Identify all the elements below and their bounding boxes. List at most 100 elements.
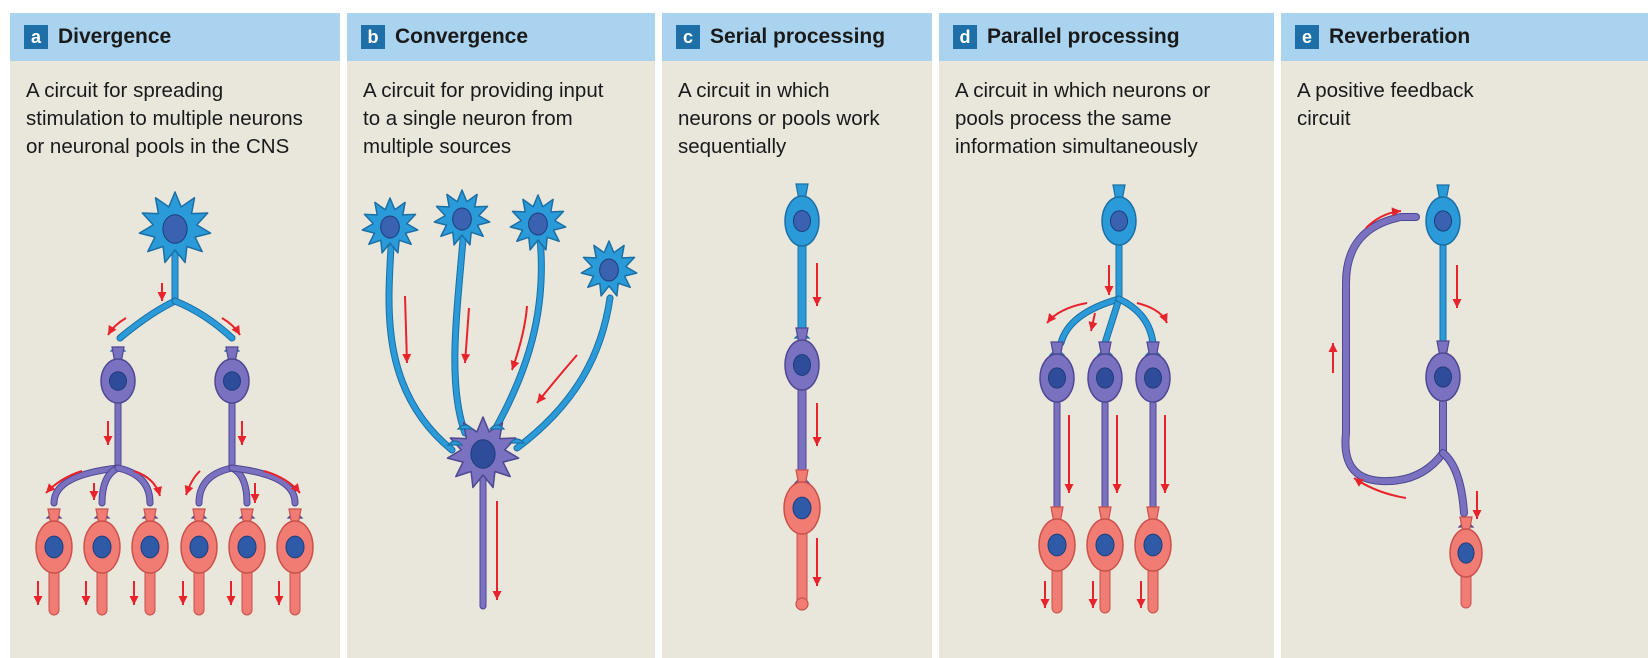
neuron-nucleus bbox=[1096, 367, 1114, 389]
signal-arrow-head bbox=[812, 297, 822, 306]
axon bbox=[452, 225, 468, 436]
description-line: to a single neuron from bbox=[363, 107, 573, 130]
neuron-nucleus bbox=[44, 535, 64, 559]
panel-title: Parallel processing bbox=[987, 25, 1180, 48]
signal-arrow-head bbox=[510, 360, 520, 370]
panel-letter-badge: e bbox=[1295, 25, 1319, 49]
signal-arrow-head bbox=[103, 436, 113, 445]
neuron-nucleus bbox=[1143, 533, 1163, 557]
axon bbox=[1440, 450, 1467, 516]
axon-terminal bbox=[446, 440, 464, 446]
neuron-nucleus bbox=[92, 535, 112, 559]
panel-serial-processing: c Serial processing A circuit in which n… bbox=[662, 13, 932, 658]
neuron-nucleus bbox=[162, 214, 188, 244]
axon bbox=[196, 465, 235, 506]
panel-divergence: a Divergence A circuit for spreading sti… bbox=[10, 13, 340, 658]
axon-outline bbox=[1341, 213, 1447, 486]
axon bbox=[490, 235, 544, 436]
neuron-nucleus bbox=[793, 210, 811, 232]
panel-convergence: b Convergence A circuit for providing in… bbox=[347, 13, 655, 658]
description-line: A circuit for spreading bbox=[26, 79, 224, 102]
panel-description: A circuit for providing input to a singl… bbox=[363, 77, 645, 161]
neuron-nucleus bbox=[599, 258, 619, 282]
signal-arrow-head bbox=[1452, 299, 1462, 308]
signal-arrow-head bbox=[1472, 510, 1482, 519]
signal-arrow-head bbox=[108, 324, 117, 335]
signal-arrow-head bbox=[153, 486, 162, 496]
signal-arrow-head bbox=[1064, 484, 1074, 493]
panel-title: Divergence bbox=[58, 25, 172, 48]
description-line: information simultaneously bbox=[955, 135, 1198, 158]
description-line: A circuit for providing input bbox=[363, 79, 604, 102]
panel-letter-badge: b bbox=[361, 25, 385, 49]
axon-terminal bbox=[508, 438, 526, 444]
signal-arrow-head bbox=[129, 596, 139, 605]
panel-header: b Convergence bbox=[347, 13, 655, 61]
neuron-nucleus bbox=[237, 535, 257, 559]
panel-header: c Serial processing bbox=[662, 13, 932, 61]
neuron-nucleus bbox=[1434, 366, 1452, 388]
signal-arrow-head bbox=[46, 483, 56, 493]
panel-description: A circuit in which neurons or pools work… bbox=[678, 77, 922, 161]
axon bbox=[1342, 214, 1446, 485]
signal-arrow-head bbox=[1136, 599, 1146, 608]
axon-terminal bbox=[456, 424, 474, 430]
description-line: A circuit in which neurons or bbox=[955, 79, 1211, 102]
signal-arrow-head bbox=[1088, 321, 1098, 331]
signal-arrow-head bbox=[1391, 207, 1401, 217]
neuron-nucleus bbox=[452, 207, 472, 231]
neuron-nucleus bbox=[1048, 367, 1066, 389]
signal-arrow-head bbox=[89, 491, 99, 500]
signal-arrow-head bbox=[81, 596, 91, 605]
neuron-nucleus bbox=[380, 215, 400, 239]
serial-processing-diagram bbox=[783, 183, 822, 611]
signal-arrow-head bbox=[812, 577, 822, 586]
signal-arrow-head bbox=[1328, 343, 1338, 352]
panel-description: A positive feedback circuit bbox=[1297, 77, 1638, 133]
signal-arrow-head bbox=[812, 437, 822, 446]
panel-header: d Parallel processing bbox=[939, 13, 1274, 61]
axon-outline bbox=[513, 294, 614, 452]
neuron-nucleus bbox=[1047, 533, 1067, 557]
signal-arrow-head bbox=[184, 485, 194, 495]
signal-arrow-head bbox=[537, 393, 547, 403]
neuron-nucleus bbox=[1144, 367, 1162, 389]
neuron-nucleus bbox=[189, 535, 209, 559]
axon bbox=[115, 465, 153, 506]
axon bbox=[229, 465, 298, 506]
convergence-diagram bbox=[361, 189, 638, 610]
signal-arrow-shaft bbox=[404, 295, 408, 364]
axon bbox=[514, 295, 613, 451]
panel-letter-badge: d bbox=[953, 25, 977, 49]
signal-arrow-head bbox=[178, 596, 188, 605]
neuron-nucleus bbox=[1457, 542, 1475, 564]
neuron-nucleus bbox=[140, 535, 160, 559]
panel-title: Reverberation bbox=[1329, 25, 1471, 48]
signal-arrow-head bbox=[237, 436, 247, 445]
description-line: circuit bbox=[1297, 107, 1351, 130]
panel-parallel-processing: d Parallel processing A circuit in which… bbox=[939, 13, 1274, 658]
description-line: sequentially bbox=[678, 135, 787, 158]
axon bbox=[386, 245, 455, 453]
panel-letter-badge: a bbox=[24, 25, 48, 49]
signal-arrow-head bbox=[33, 596, 43, 605]
signal-arrow-head bbox=[492, 591, 502, 600]
axon bbox=[51, 465, 121, 506]
signal-arrow-head bbox=[1047, 313, 1057, 323]
neuron-nucleus bbox=[528, 212, 548, 236]
signal-arrow-head bbox=[402, 353, 412, 363]
neuron-nucleus bbox=[1434, 210, 1452, 232]
neuron-nucleus bbox=[792, 496, 812, 520]
signal-arrow-head bbox=[1160, 484, 1170, 493]
neuron-nucleus bbox=[109, 371, 127, 391]
axon bbox=[1116, 296, 1156, 346]
signal-arrow-head bbox=[1088, 599, 1098, 608]
signal-arrow-head bbox=[1354, 478, 1364, 487]
axon bbox=[172, 298, 235, 341]
neuron-nucleus bbox=[793, 354, 811, 376]
description-line: A positive feedback bbox=[1297, 79, 1474, 102]
panel-title: Convergence bbox=[395, 25, 529, 48]
axon-terminal bbox=[795, 597, 809, 611]
signal-arrow-head bbox=[226, 596, 236, 605]
signal-arrow-head bbox=[157, 292, 167, 301]
